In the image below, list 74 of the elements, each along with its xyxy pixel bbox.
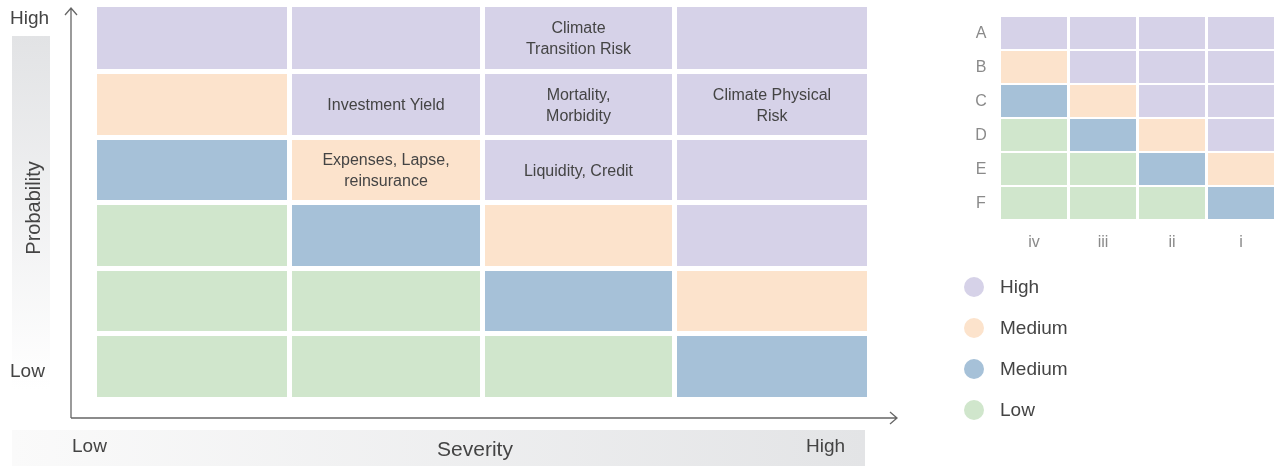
matrix-cell bbox=[1139, 119, 1205, 151]
row-label: A bbox=[975, 24, 987, 42]
matrix-cell bbox=[1001, 17, 1067, 49]
risk-label: Investment Yield bbox=[327, 95, 445, 115]
legend-label: High bbox=[1000, 276, 1040, 298]
risk-label: Climate Physical Risk bbox=[711, 84, 833, 126]
axis-label: High bbox=[10, 8, 50, 29]
risk-label: Liquidity, Credit bbox=[523, 160, 634, 181]
matrix-cell bbox=[485, 336, 672, 397]
matrix-cell bbox=[1001, 119, 1067, 151]
matrix-cell bbox=[292, 205, 480, 266]
matrix-cell bbox=[1139, 17, 1205, 49]
legend-label: Medium bbox=[1000, 317, 1068, 339]
matrix-cell bbox=[1139, 51, 1205, 83]
axis-title: Severity bbox=[437, 437, 513, 461]
risk-cell bbox=[485, 74, 672, 135]
matrix-cell bbox=[1070, 153, 1136, 185]
matrix-cell bbox=[1208, 17, 1274, 49]
risk-cell bbox=[485, 7, 672, 69]
matrix-cell bbox=[1070, 51, 1136, 83]
matrix-cell bbox=[1070, 119, 1136, 151]
risk-label: Expenses, Lapse, reinsurance bbox=[321, 150, 451, 191]
matrix-cell bbox=[485, 271, 672, 331]
matrix-cell bbox=[1070, 187, 1136, 219]
risk-cell bbox=[677, 74, 867, 135]
legend-label: Medium bbox=[1000, 358, 1068, 380]
risk-label: Mortality, Morbidity bbox=[545, 84, 612, 126]
matrix-cell bbox=[1208, 187, 1274, 219]
risk-cell bbox=[292, 140, 480, 200]
matrix-cell bbox=[1001, 153, 1067, 185]
matrix-cell bbox=[292, 7, 480, 69]
matrix-cell bbox=[1070, 17, 1136, 49]
matrix-cell bbox=[1208, 51, 1274, 83]
legend-label: Low bbox=[1000, 399, 1035, 421]
matrix-cell bbox=[1208, 153, 1274, 185]
matrix-cell bbox=[1001, 51, 1067, 83]
matrix-cell bbox=[292, 271, 480, 331]
matrix-cell bbox=[1139, 187, 1205, 219]
risk-label: Climate Transition Risk bbox=[524, 18, 633, 59]
matrix-cell bbox=[677, 205, 867, 266]
row-label: F bbox=[976, 194, 986, 212]
matrix-cell bbox=[292, 336, 480, 397]
matrix-cell bbox=[677, 140, 867, 200]
matrix-cell bbox=[677, 271, 867, 331]
column-label: iii bbox=[1097, 233, 1109, 251]
row-label: D bbox=[975, 126, 987, 144]
column-label: i bbox=[1239, 233, 1243, 251]
matrix-cell bbox=[1208, 85, 1274, 117]
row-label: B bbox=[975, 58, 987, 76]
risk-cell bbox=[292, 74, 480, 135]
matrix-cell bbox=[97, 140, 287, 200]
axis-label: Low bbox=[10, 361, 45, 382]
matrix-cell bbox=[1208, 119, 1274, 151]
axis-title: Probability bbox=[22, 161, 44, 255]
matrix-cell bbox=[677, 336, 867, 397]
axis-label: Low bbox=[72, 436, 107, 457]
column-label: iv bbox=[1028, 233, 1040, 251]
matrix-cell bbox=[97, 7, 287, 69]
axis-label: High bbox=[806, 436, 846, 457]
matrix-cell bbox=[97, 205, 287, 266]
matrix-cell bbox=[1070, 85, 1136, 117]
matrix-cell bbox=[1001, 187, 1067, 219]
matrix-cell bbox=[1139, 153, 1205, 185]
matrix-cell bbox=[97, 336, 287, 397]
row-label: E bbox=[975, 160, 987, 178]
column-label: ii bbox=[1168, 233, 1176, 251]
matrix-cell bbox=[97, 74, 287, 135]
matrix-cell bbox=[1139, 85, 1205, 117]
matrix-cell bbox=[677, 7, 867, 69]
matrix-cell bbox=[1001, 85, 1067, 117]
risk-cell bbox=[485, 140, 672, 200]
row-label: C bbox=[975, 92, 987, 110]
matrix-cell bbox=[485, 205, 672, 266]
matrix-cell bbox=[97, 271, 287, 331]
